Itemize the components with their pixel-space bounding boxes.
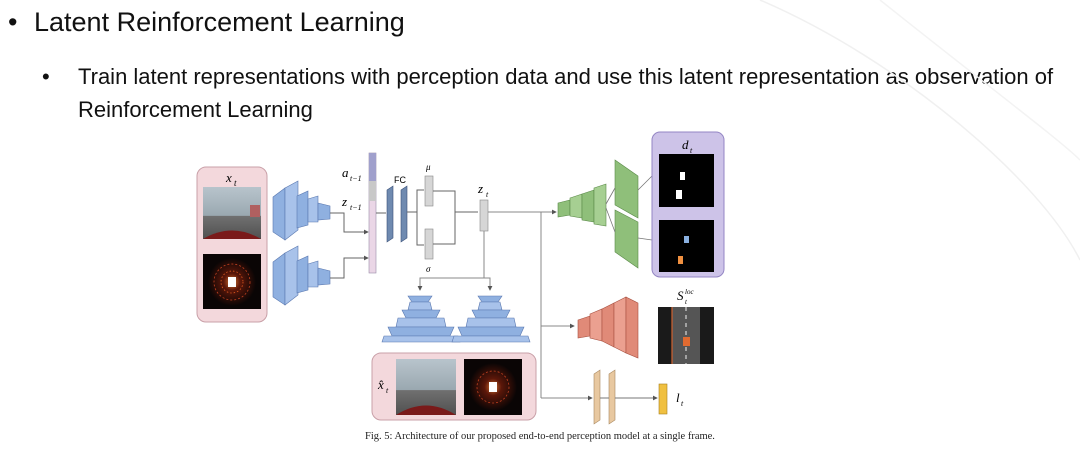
reconstruction-panel bbox=[371, 352, 537, 421]
a-prev-sub: t−1 bbox=[350, 174, 362, 183]
sloc-decoder bbox=[577, 296, 639, 359]
lidar-decoder bbox=[451, 295, 531, 343]
lidar-encoder bbox=[272, 245, 331, 306]
xhat-sub: t bbox=[386, 386, 389, 395]
xt-label: x bbox=[225, 170, 232, 185]
bullet-dot: • bbox=[8, 7, 18, 37]
dt-decoder bbox=[557, 159, 639, 269]
sloc-sup: loc bbox=[685, 288, 694, 296]
xt-sub: t bbox=[234, 178, 237, 188]
sloc-image bbox=[658, 307, 714, 364]
sloc-sub: t bbox=[685, 298, 688, 306]
bullet-1: • Latent Reinforcement Learning bbox=[8, 4, 405, 40]
zt-sub: t bbox=[486, 190, 489, 199]
concat-vector bbox=[368, 152, 377, 274]
xhat-label: x̂ bbox=[377, 377, 384, 392]
sigma-vector bbox=[424, 228, 434, 260]
mu-label: μ bbox=[425, 162, 431, 172]
camera-encoder bbox=[272, 180, 331, 241]
lt-label: l bbox=[676, 390, 680, 405]
bullet-1-text: Latent Reinforcement Learning bbox=[34, 7, 405, 37]
input-panel: x t bbox=[196, 166, 268, 323]
mu-vector bbox=[424, 175, 434, 207]
z-prev-sub: t−1 bbox=[350, 203, 362, 212]
sloc-label: S bbox=[677, 288, 684, 303]
zt-label: z bbox=[477, 181, 483, 196]
dt-panel bbox=[651, 131, 725, 278]
camera-decoder bbox=[381, 295, 461, 343]
fc-label: FC bbox=[394, 175, 406, 185]
bullet-dot: • bbox=[42, 64, 50, 89]
zt-vector bbox=[479, 199, 489, 232]
figure-caption: Fig. 5: Architecture of our proposed end… bbox=[365, 431, 715, 442]
a-prev-label: a bbox=[342, 165, 349, 180]
lt-sub: t bbox=[681, 399, 684, 408]
sigma-label: σ bbox=[426, 264, 431, 274]
fc-layers bbox=[386, 185, 408, 243]
z-prev-label: z bbox=[341, 194, 347, 209]
lt-head bbox=[593, 369, 668, 425]
dt-label: d bbox=[682, 137, 689, 152]
dt-sub: t bbox=[690, 146, 693, 155]
lidar-image bbox=[203, 254, 261, 309]
camera-image bbox=[203, 187, 261, 239]
